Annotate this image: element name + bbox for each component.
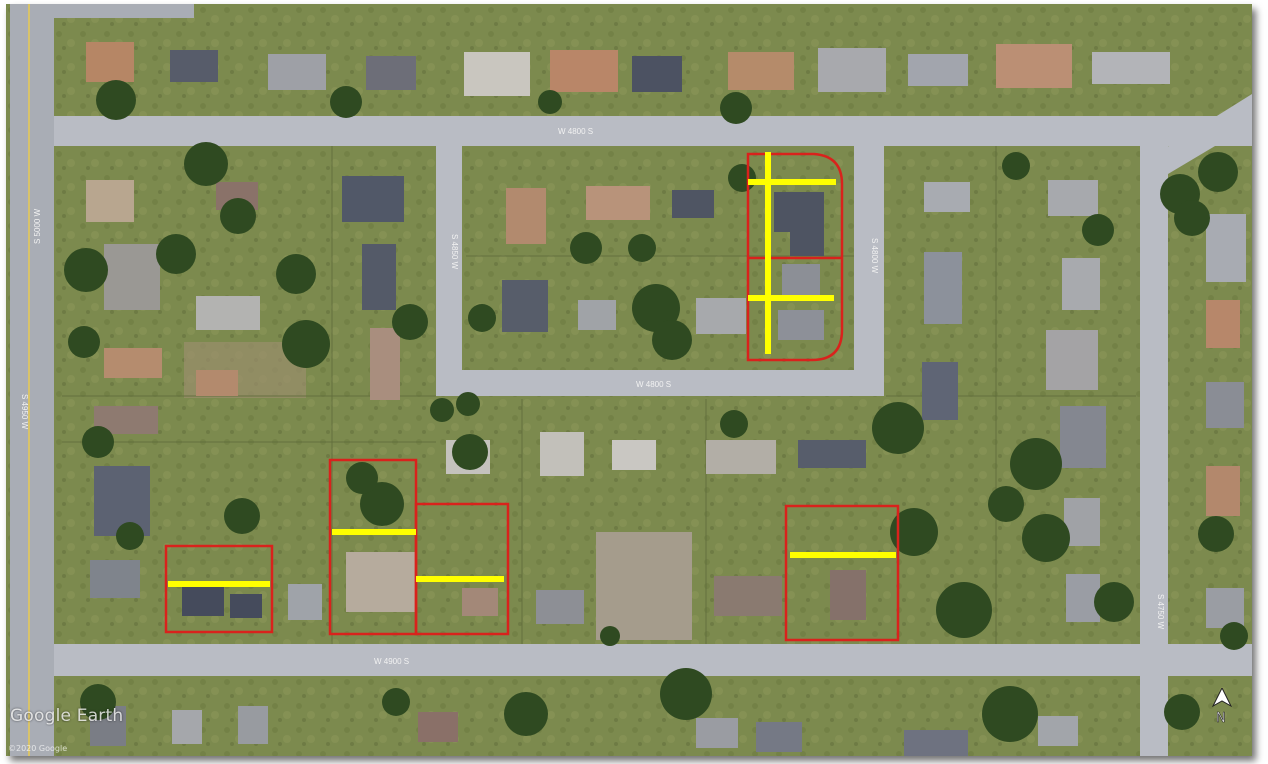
loop-street-east [854, 140, 884, 394]
curve-northeast [1156, 94, 1252, 174]
highlighted-parcels[interactable] [164, 152, 900, 642]
street-east-vertical [1140, 140, 1168, 756]
parcel-1[interactable] [164, 544, 274, 634]
street-label-arterial-2: S 5000 W [33, 208, 42, 244]
street-label-loop-east: S 4800 W [870, 238, 879, 274]
street-labels: W 4800 S W 4800 S W 4900 S S 4850 W S 48… [20, 127, 1165, 666]
loop-street-west [436, 140, 462, 394]
street-label-loop-west: S 4850 W [450, 234, 459, 270]
north-arrow-icon[interactable]: N [1211, 688, 1233, 728]
street-label-loop: W 4800 S [636, 380, 671, 389]
parcel-3[interactable] [414, 502, 510, 636]
svg-text:N: N [1216, 711, 1226, 726]
trees [64, 80, 1248, 742]
street-label-arterial: S 4950 W [20, 394, 29, 430]
houses [86, 42, 1246, 756]
copyright-text: ©2020 Google [8, 744, 68, 753]
street-top-edge [54, 4, 194, 18]
street-label-bottom: W 4900 S [374, 657, 409, 666]
dimension-lines [168, 152, 896, 587]
parcel-4[interactable] [784, 504, 900, 642]
street-label-top: W 4800 S [558, 127, 593, 136]
google-earth-logo: Google Earth [10, 706, 124, 726]
roads [10, 4, 1252, 756]
aerial-map[interactable]: W 4800 S W 4800 S W 4900 S S 4850 W S 48… [6, 4, 1252, 756]
vacant-lot [596, 532, 692, 640]
street-bottom [54, 644, 1252, 676]
main-arterial-road [10, 4, 54, 756]
map-frame[interactable]: W 4800 S W 4800 S W 4900 S S 4850 W S 48… [6, 4, 1252, 756]
parcel-corner-lot[interactable] [746, 152, 844, 362]
arterial-center-line [28, 4, 30, 756]
loop-street-south [436, 370, 884, 396]
street-top [54, 116, 1252, 146]
property-lines [62, 146, 1136, 644]
street-label-east: S 4750 W [1156, 594, 1165, 630]
